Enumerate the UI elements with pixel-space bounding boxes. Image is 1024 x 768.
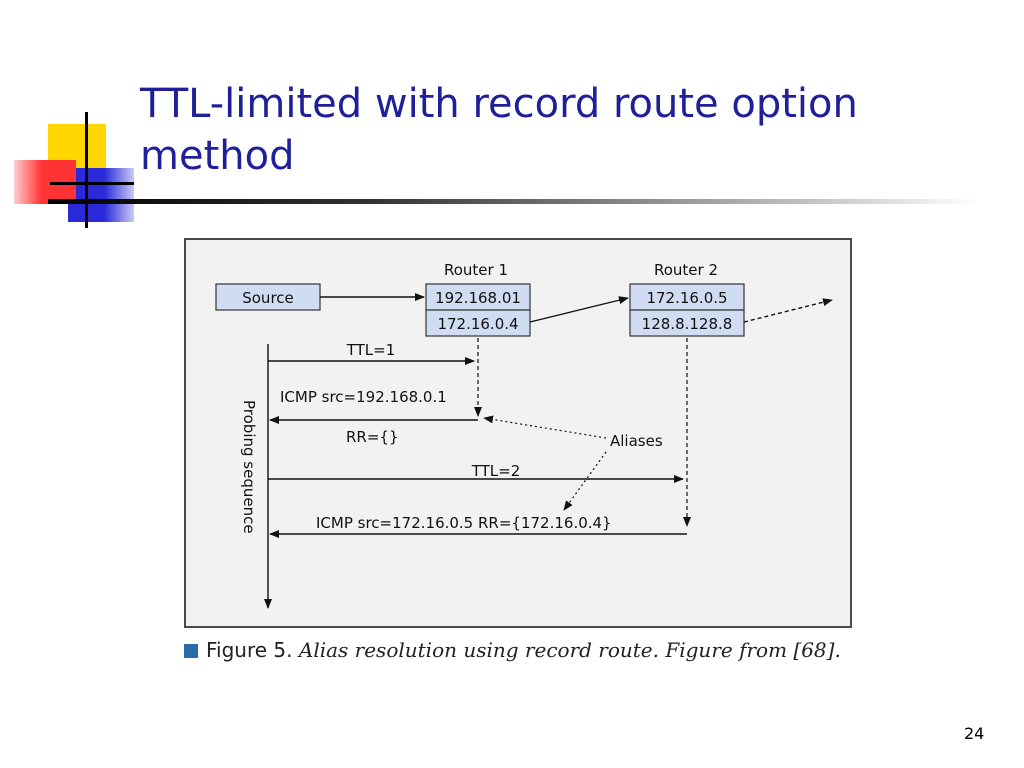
deco-vertical-line <box>85 112 88 228</box>
router1-name: Router 1 <box>444 261 508 279</box>
figure-box: Source Router 1 192.168.01 172.16.0.4 Ro… <box>184 238 852 628</box>
alias-resolution-diagram: Source Router 1 192.168.01 172.16.0.4 Ro… <box>215 261 833 609</box>
router1-to-router2-arrow <box>529 296 629 323</box>
router1-ip-top: 192.168.01 <box>435 289 521 307</box>
router2-ip-top: 172.16.0.5 <box>646 289 727 307</box>
router2-name: Router 2 <box>654 261 718 279</box>
deco-horizontal-line <box>50 182 134 185</box>
source-label: Source <box>242 289 294 307</box>
slide-title: TTL-limited with record route option met… <box>140 81 858 179</box>
reply2-label: ICMP src=172.16.0.5 RR={172.16.0.4} <box>316 514 612 532</box>
title-underline <box>48 199 978 204</box>
router2-box-bottom <box>629 309 745 337</box>
source-box <box>215 283 321 311</box>
reply1-icmp-label: ICMP src=192.168.0.1 <box>280 388 447 406</box>
deco-blue-square <box>68 168 134 222</box>
router1-ip-bottom: 172.16.0.4 <box>437 315 518 333</box>
caption-text: Alias resolution using record route. Fig… <box>298 638 841 662</box>
ttl2-label: TTL=2 <box>471 462 521 480</box>
alias-pointer-router1 <box>483 415 607 439</box>
router1-box-bottom <box>425 309 531 337</box>
reply1-rr-label: RR={} <box>346 428 399 446</box>
probing-sequence-label: Probing sequence <box>240 400 258 534</box>
ttl1-label: TTL=1 <box>346 341 396 359</box>
router2-ip-bottom: 128.8.128.8 <box>642 315 733 333</box>
figure-caption: Figure 5. Alias resolution using record … <box>184 638 841 662</box>
alias-pointer-router2 <box>563 451 607 511</box>
router2-onward-arrow <box>743 298 833 323</box>
router1-box-top <box>425 283 531 311</box>
caption-lead: Figure 5. <box>206 638 293 662</box>
caption-square-icon <box>184 644 198 658</box>
aliases-label: Aliases <box>610 432 663 450</box>
page-number: 24 <box>964 724 985 743</box>
